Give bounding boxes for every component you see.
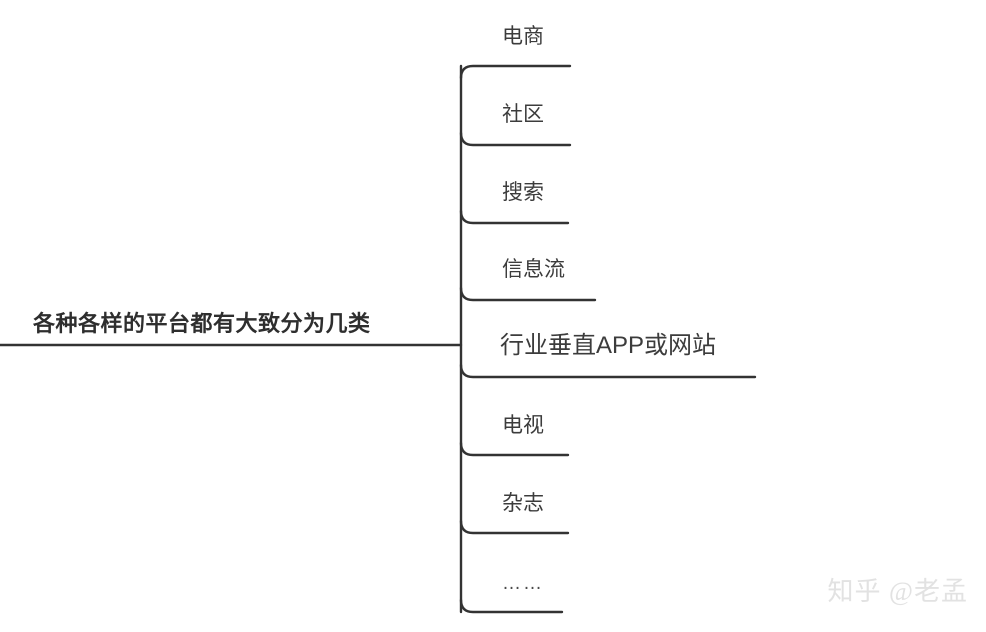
branch-node-label[interactable]: 电商 [502, 25, 544, 48]
branch-connector-line [459, 286, 597, 302]
branch-connector-line [459, 209, 570, 225]
branch-connector-line [459, 363, 757, 379]
branch-node-label[interactable]: 社区 [502, 103, 544, 126]
branch-connector-line [459, 598, 564, 614]
branch-connector-line [459, 519, 570, 535]
branch-connector-line [459, 131, 572, 147]
root-node-label[interactable]: 各种各样的平台都有大致分为几类 [33, 311, 371, 336]
branch-node-label[interactable]: 电视 [502, 414, 544, 437]
branch-node-label[interactable]: 搜索 [502, 181, 544, 204]
branch-connector-line [459, 441, 570, 457]
branch-node-label[interactable]: …… [502, 573, 544, 594]
branch-node-label[interactable]: 信息流 [502, 258, 565, 281]
branch-node-label[interactable]: 杂志 [502, 492, 544, 515]
watermark: 知乎 @老孟 [827, 577, 968, 606]
branch-node-label[interactable]: 行业垂直APP或网站 [500, 332, 717, 359]
branch-connector-line [459, 64, 572, 80]
